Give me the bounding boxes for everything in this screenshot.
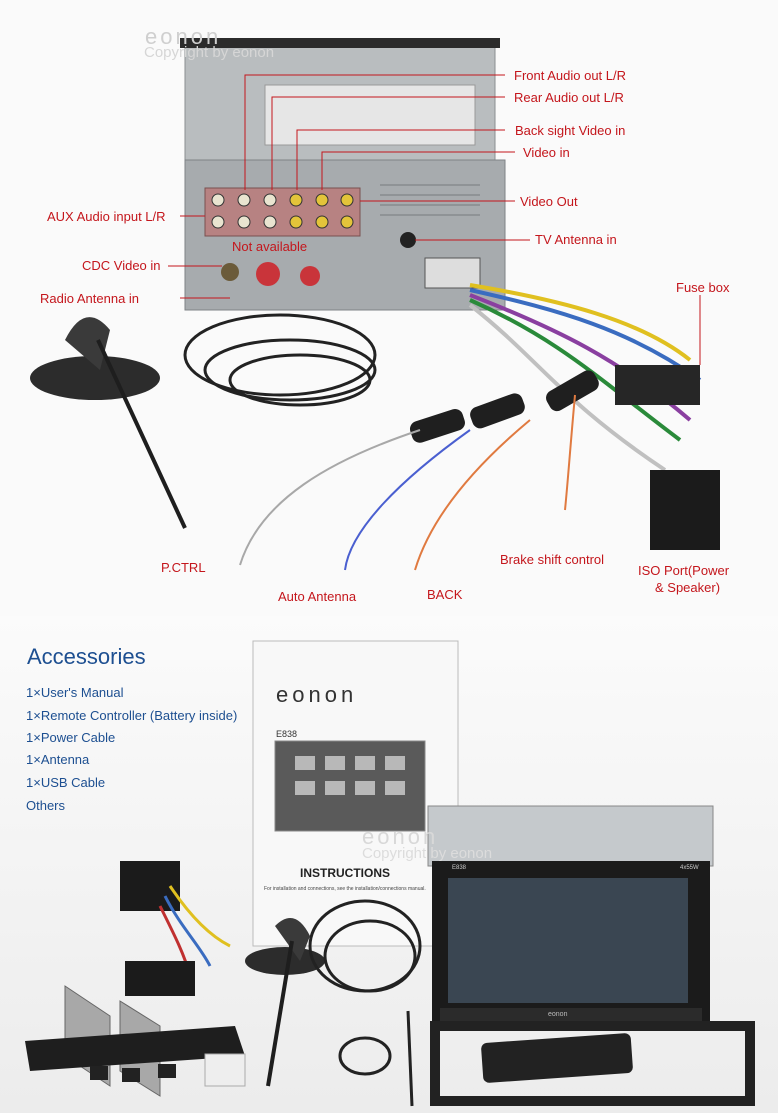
accessory-item-usb-cable: 1×USB Cable — [26, 775, 106, 790]
accessory-item-others: Others — [26, 798, 66, 813]
connections-photo: eonon Copyright by eonon Front Audio out… — [30, 24, 730, 604]
accessory-item-manual: 1×User's Manual — [26, 685, 124, 700]
accessories-illustration — [25, 640, 755, 1107]
label-video-out: Video Out — [520, 194, 578, 209]
watermark-logo: eonon — [145, 24, 222, 49]
label-fuse-box: Fuse box — [676, 280, 730, 295]
label-aux-audio-input: AUX Audio input L/R — [47, 209, 166, 224]
label-radio-antenna-in: Radio Antenna in — [40, 291, 140, 306]
label-cdc-video-in: CDC Video in — [82, 258, 161, 273]
label-iso-port-line2: & Speaker) — [655, 580, 721, 595]
label-auto-antenna: Auto Antenna — [278, 589, 357, 604]
accessories-photo: eonon Copyright by eonon eonon E838 INST… — [0, 616, 778, 1113]
watermark-text: Copyright by eonon — [144, 44, 275, 61]
watermark-logo-2: eonon — [362, 824, 439, 849]
manual-note: For installation and connections, see th… — [264, 886, 426, 892]
accessory-item-power-cable: 1×Power Cable — [26, 730, 116, 745]
label-back-sight-video-in: Back sight Video in — [515, 123, 626, 138]
label-tv-antenna-in: TV Antenna in — [535, 232, 617, 247]
label-brake-shift-control: Brake shift control — [500, 552, 605, 567]
label-pctrl: P.CTRL — [161, 560, 206, 575]
label-not-available: Not available — [232, 239, 308, 254]
unit-model: E838 — [452, 865, 467, 871]
connections-illustration — [30, 38, 720, 571]
label-front-audio-out: Front Audio out L/R — [514, 68, 627, 83]
accessory-item-antenna: 1×Antenna — [26, 752, 90, 767]
unit-brand: eonon — [548, 1011, 568, 1018]
accessories-title: Accessories — [27, 644, 146, 669]
watermark-text-2: Copyright by eonon — [362, 845, 493, 862]
label-back: BACK — [427, 587, 463, 602]
manual-model: E838 — [276, 729, 298, 739]
label-video-in: Video in — [523, 145, 570, 160]
manual-brand: eonon — [276, 682, 358, 707]
label-rear-audio-out: Rear Audio out L/R — [514, 90, 624, 105]
manual-title: INSTRUCTIONS — [300, 866, 390, 880]
unit-power: 4x55W — [680, 865, 699, 871]
label-iso-port-line1: ISO Port(Power — [638, 563, 730, 578]
accessory-item-remote: 1×Remote Controller (Battery inside) — [26, 708, 238, 723]
